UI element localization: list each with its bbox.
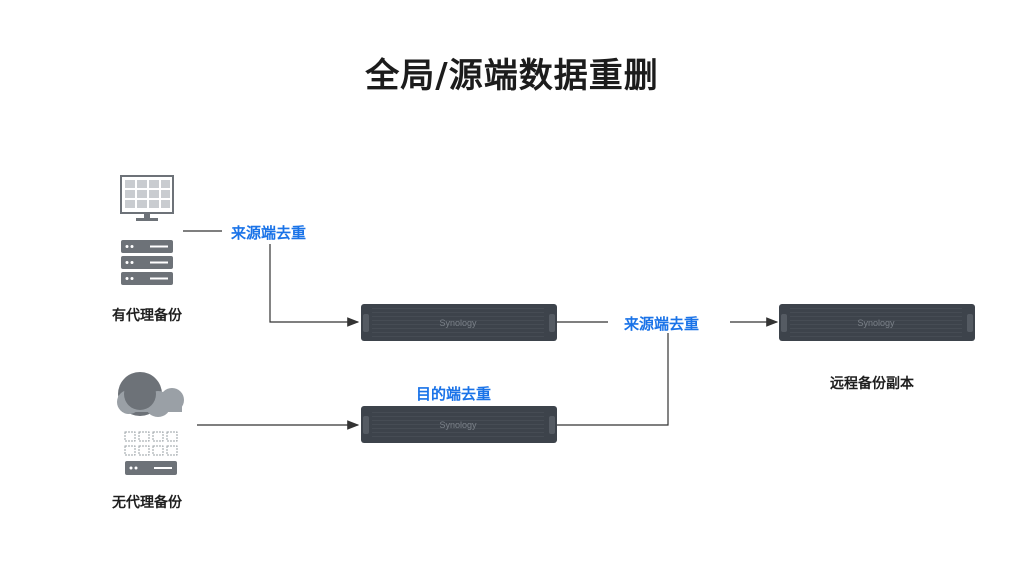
host-server-icon — [125, 461, 177, 475]
nas-brand-label: Synology — [439, 420, 477, 430]
proxy-backup-label: 有代理备份 — [112, 308, 182, 324]
target-dedupe-label: 目的端去重 — [416, 385, 492, 403]
server-stack-icon — [121, 240, 173, 285]
remote-copy-label: 远程备份副本 — [830, 376, 914, 392]
nas-brand-label: Synology — [439, 318, 477, 328]
connector-proxy-to-nas — [269, 244, 360, 327]
nas-device-2: Synology — [361, 406, 557, 443]
cloud-icon — [117, 372, 184, 417]
page-title: 全局/源端数据重删 — [365, 56, 659, 96]
connector-nas2-up — [557, 333, 669, 426]
source-dedupe-label-1: 来源端去重 — [231, 224, 307, 242]
agentless-backup-label: 无代理备份 — [112, 495, 182, 511]
nas-brand-label: Synology — [857, 318, 895, 328]
vm-grid-icon — [124, 431, 178, 456]
nas-device-remote: Synology — [779, 304, 975, 341]
source-dedupe-label-2: 来源端去重 — [624, 315, 700, 333]
nas-device-1: Synology — [361, 304, 557, 341]
monitor-icon — [120, 175, 174, 221]
